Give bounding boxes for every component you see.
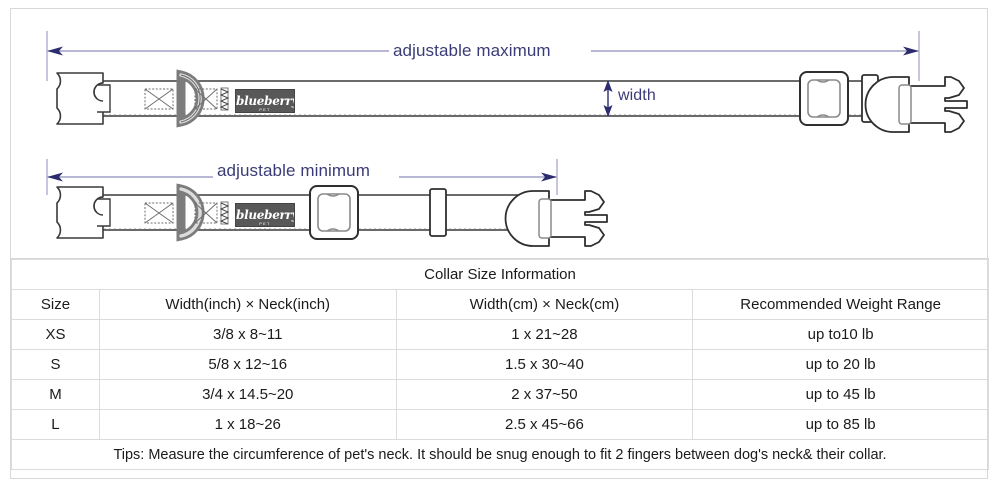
cell-weight: up to 45 lb — [692, 379, 989, 410]
bottom-female-buckle-icon — [56, 186, 111, 239]
collar-illustration-svg — [46, 31, 968, 247]
bottom-slider-buckle-icon — [309, 185, 359, 240]
table-tips-row: Tips: Measure the circumference of pet's… — [11, 439, 989, 470]
header-inch: Width(inch) × Neck(inch) — [98, 289, 397, 320]
table-row: L 1 x 18~26 2.5 x 45~66 up to 85 lb — [11, 409, 989, 440]
adjustable-minimum-label: adjustable minimum — [217, 161, 370, 180]
brand-name-bottom: blueberry — [236, 208, 295, 222]
dimension-width — [603, 80, 613, 117]
cell-inch: 5/8 x 12~16 — [98, 349, 397, 380]
cell-weight: up to10 lb — [692, 319, 989, 350]
brand-sub-bottom: PET — [259, 221, 271, 226]
brand-name-top: blueberry — [236, 94, 295, 108]
bottom-stitch-box-left — [144, 202, 174, 224]
table-header-row: Size Width(inch) × Neck(inch) Width(cm) … — [11, 289, 989, 320]
cell-cm: 1.5 x 30~40 — [395, 349, 694, 380]
bottom-keeper-loop-icon — [429, 188, 447, 237]
top-d-ring-icon — [176, 69, 205, 128]
table-row: S 5/8 x 12~16 1.5 x 30~40 up to 20 lb — [11, 349, 989, 380]
cell-cm: 2.5 x 45~66 — [395, 409, 694, 440]
cell-cm: 1 x 21~28 — [395, 319, 694, 350]
header-weight: Recommended Weight Range — [692, 289, 989, 320]
adjustable-maximum-label: adjustable maximum — [393, 41, 551, 60]
cell-inch: 1 x 18~26 — [98, 409, 397, 440]
cell-weight: up to 20 lb — [692, 349, 989, 380]
bottom-d-ring-icon — [176, 183, 205, 242]
collar-size-table: Collar Size Information Size Width(inch)… — [11, 259, 989, 470]
table-title: Collar Size Information — [11, 259, 989, 290]
width-label: width — [618, 87, 656, 104]
cell-size: L — [11, 409, 100, 440]
top-female-buckle-icon — [56, 72, 111, 125]
top-stitch-box-right — [194, 88, 218, 110]
bottom-stitch-box-right — [194, 202, 218, 224]
cell-size: M — [11, 379, 100, 410]
cell-size: XS — [11, 319, 100, 350]
brand-sub-top: PET — [259, 107, 271, 112]
top-zigzag-stitch-icon — [219, 87, 230, 111]
brand-tag-bottom: blueberry PET — [235, 203, 295, 227]
top-slider-buckle-icon — [799, 71, 849, 126]
dimension-adjustable-maximum — [46, 31, 920, 81]
cell-size: S — [11, 349, 100, 380]
content-frame: adjustable maximum adjustable minimum wi… — [10, 8, 989, 479]
brand-tag-top: blueberry PET — [235, 89, 295, 113]
dimension-adjustable-minimum — [46, 159, 558, 195]
table-row: M 3/4 x 14.5~20 2 x 37~50 up to 45 lb — [11, 379, 989, 410]
header-cm: Width(cm) × Neck(cm) — [395, 289, 694, 320]
tips-text: Tips: Measure the circumference of pet's… — [11, 439, 989, 470]
cell-inch: 3/8 x 8~11 — [98, 319, 397, 350]
top-stitch-box-left — [144, 88, 174, 110]
top-collar-strap — [79, 80, 909, 117]
cell-inch: 3/4 x 14.5~20 — [98, 379, 397, 410]
top-male-buckle-icon — [864, 76, 968, 133]
cell-cm: 2 x 37~50 — [395, 379, 694, 410]
cell-weight: up to 85 lb — [692, 409, 989, 440]
bottom-zigzag-stitch-icon — [219, 201, 230, 225]
collar-diagram: adjustable maximum adjustable minimum wi… — [11, 9, 989, 259]
size-table-container: Collar Size Information Size Width(inch)… — [11, 259, 989, 470]
table-title-row: Collar Size Information — [11, 259, 989, 290]
bottom-male-buckle-icon — [504, 190, 608, 247]
header-size: Size — [11, 289, 100, 320]
table-row: XS 3/8 x 8~11 1 x 21~28 up to10 lb — [11, 319, 989, 350]
